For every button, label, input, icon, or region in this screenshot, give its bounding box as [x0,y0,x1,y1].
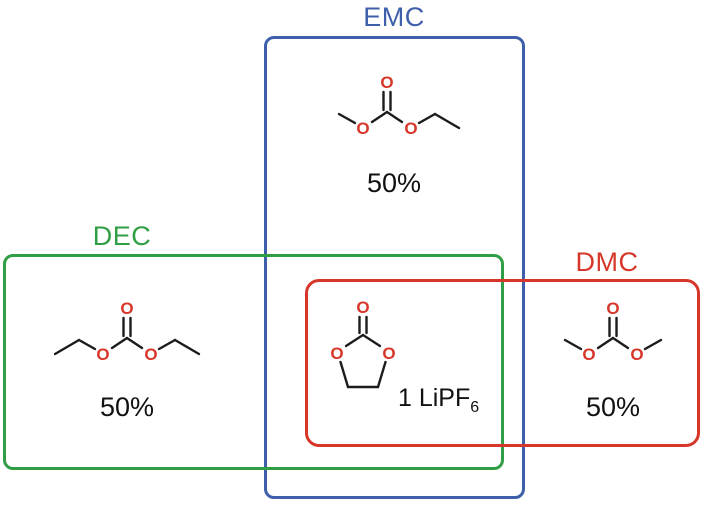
lipf6-subscript: 6 [470,399,480,416]
dmc-group-box [305,279,700,447]
emc-bonds [337,90,461,130]
lipf6-salt-label: 1 LiPF6 [398,384,479,417]
emc-group-box [264,36,525,499]
ester-oxygen-right-label: O [404,119,417,138]
ethylene-carbonate-molecule: O O O [330,298,396,389]
carbonyl-oxygen-label: O [120,299,133,318]
dmc-percent: 50% [585,392,641,422]
ester-oxygen-left-label: O [582,345,595,364]
ester-oxygen-left-label: O [96,345,109,364]
dmc-label: DMC [575,247,639,277]
dec-label: DEC [92,221,152,251]
dec-molecule: O O O [53,299,201,364]
carbonyl-oxygen-label: O [380,73,393,92]
ester-oxygen-right-label: O [144,345,157,364]
dmc-molecule: O O O [563,299,663,364]
lipf6-amount: 1 LiPF [398,384,471,412]
emc-label: EMC [363,2,425,32]
carbonyl-oxygen-label: O [356,298,369,317]
ring-oxygen-left-label: O [330,344,343,363]
emc-percent: 50% [366,168,422,198]
ec-bonds [339,315,387,389]
dec-percent: 50% [99,392,155,422]
dec-bonds [53,316,201,356]
carbonyl-oxygen-label: O [606,299,619,318]
ester-oxygen-right-label: O [630,345,643,364]
ring-oxygen-right-label: O [382,344,395,363]
emc-molecule: O O O [337,73,461,138]
ester-oxygen-left-label: O [356,119,369,138]
dec-group-box [3,254,504,470]
dmc-bonds [563,316,663,351]
